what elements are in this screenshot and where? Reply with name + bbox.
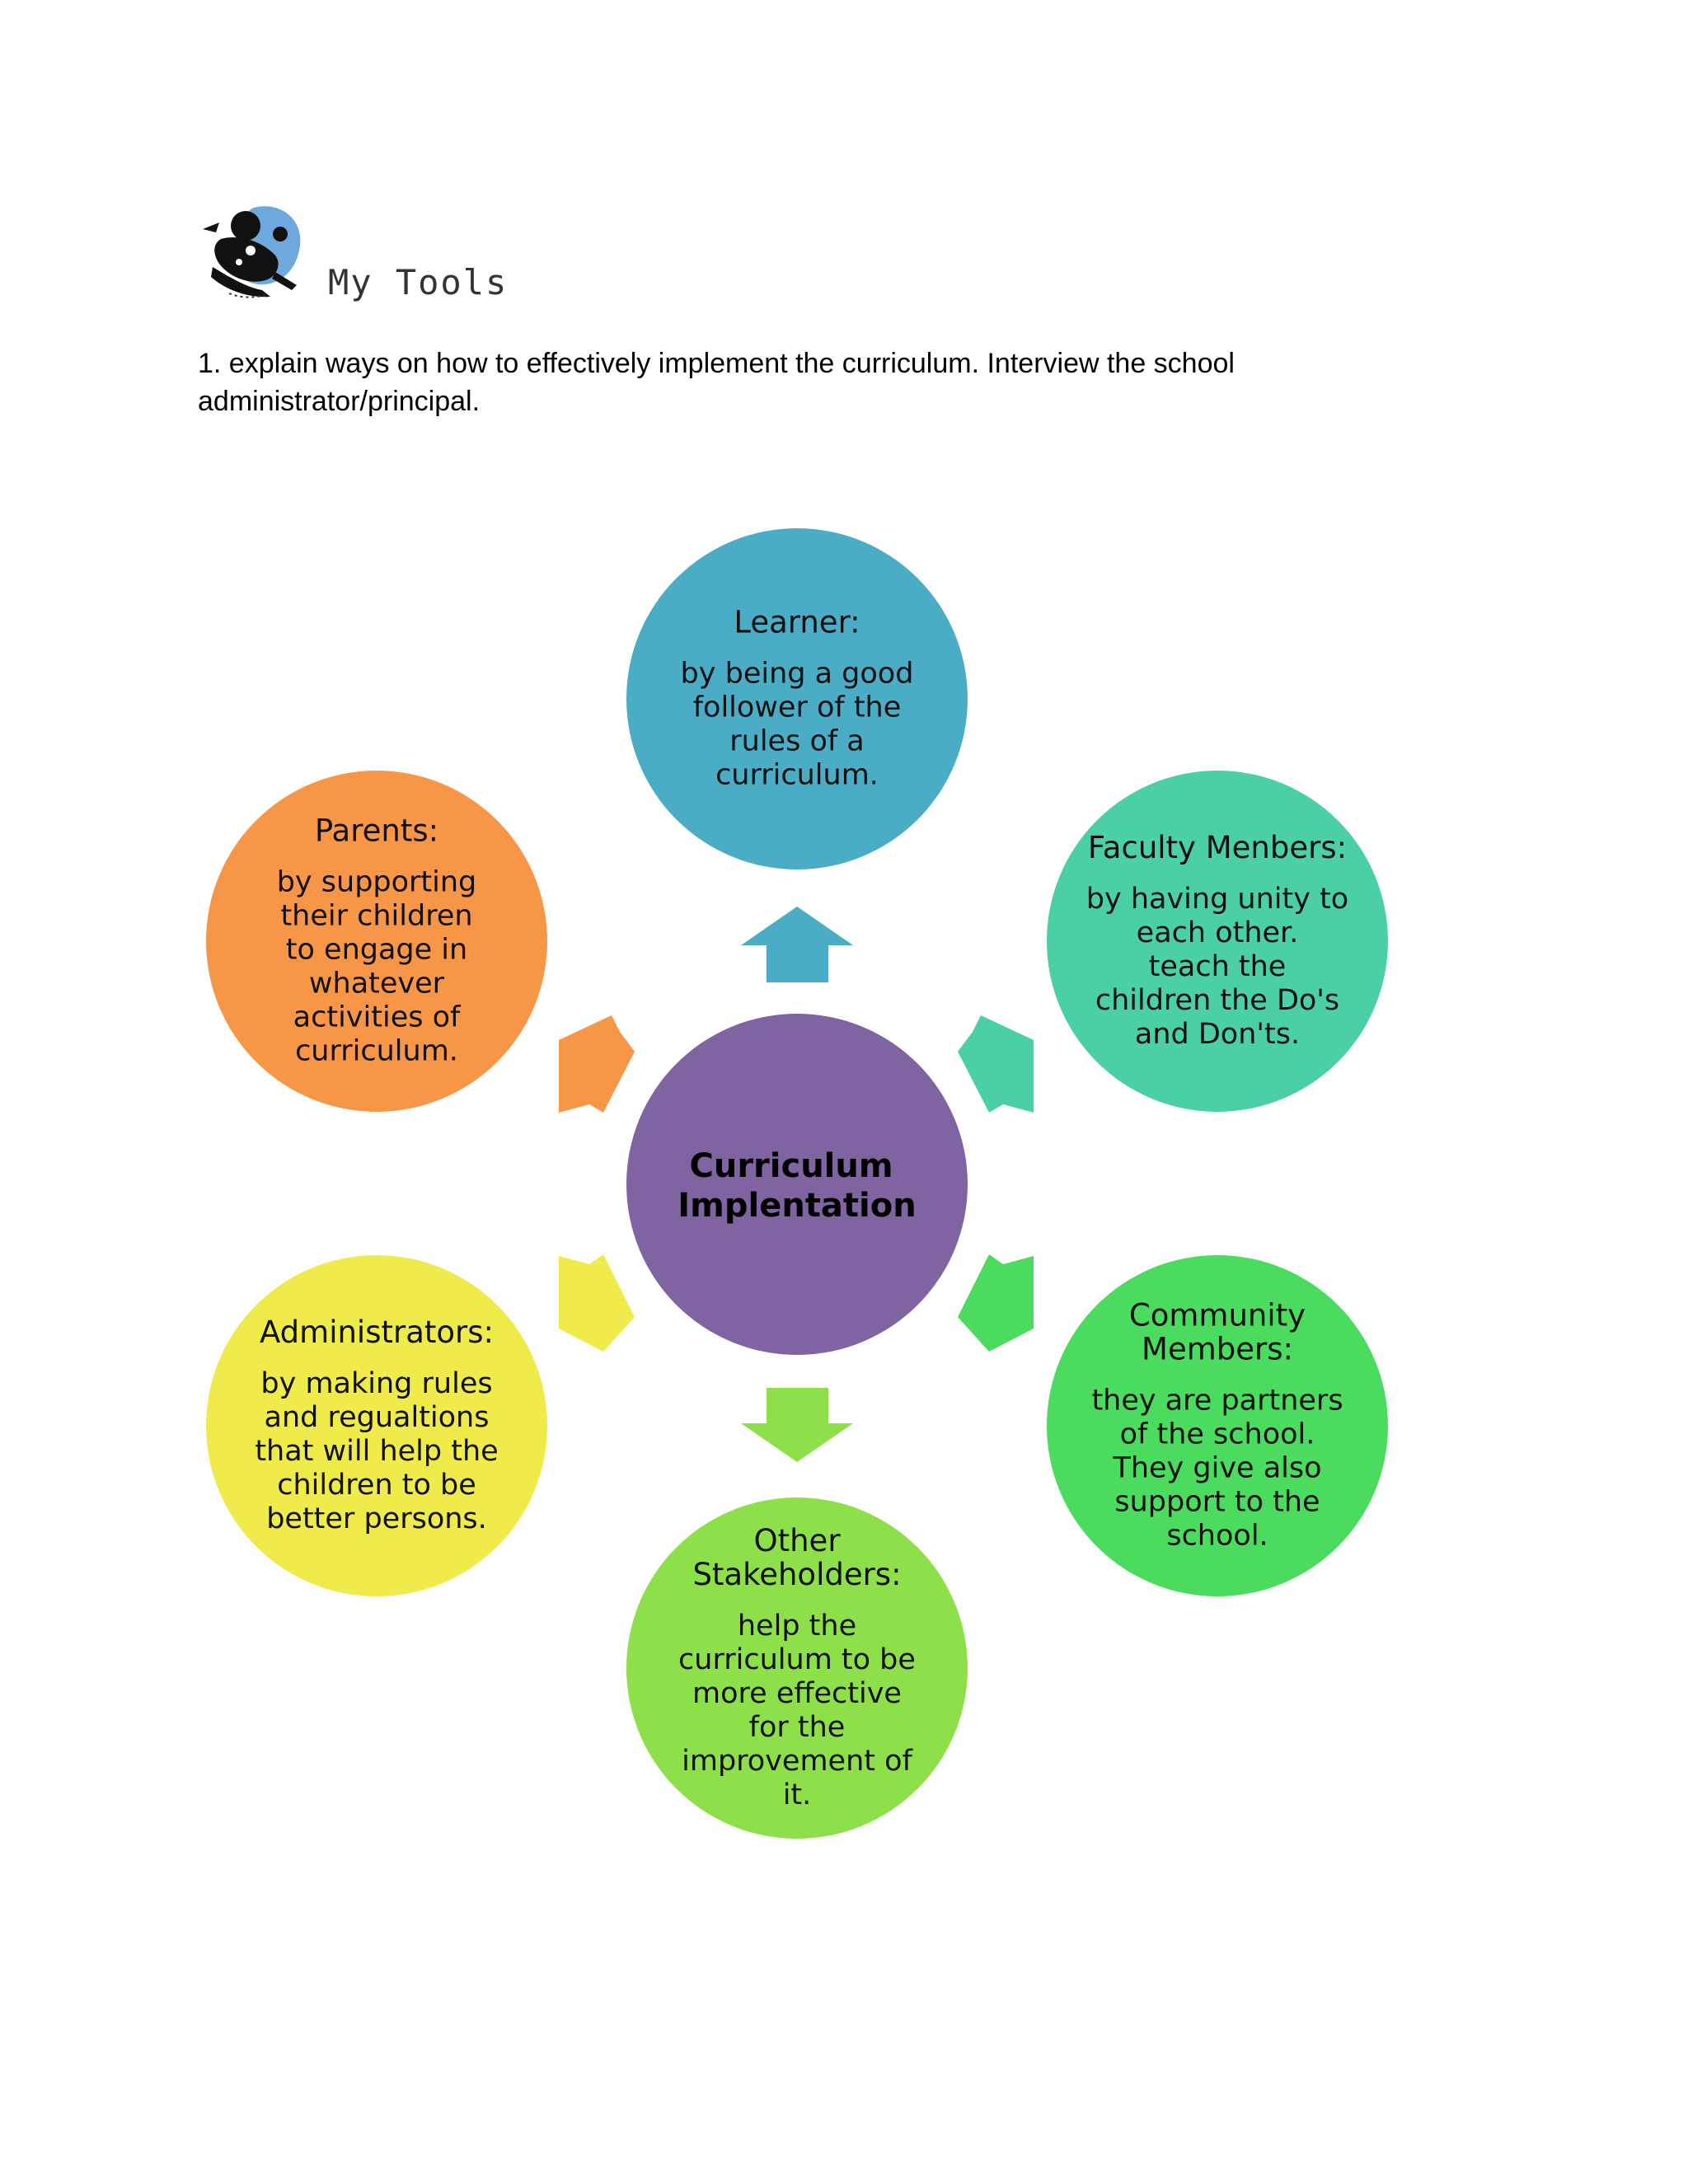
node-label-line: Other [753,1523,841,1558]
node-body-line: by making rules [260,1367,492,1400]
arrow-community [958,1254,1034,1352]
node-body-line: curriculum. [715,758,879,791]
node-body-line: by supporting [277,865,477,898]
node-body-line: by having unity to [1086,883,1348,916]
arrow-faculty [958,1015,1034,1113]
instruction-line-2: administrator/principal. [198,386,481,417]
node-body-line: more effective [692,1677,902,1710]
node-body-line: teach the [1149,950,1287,983]
node-label-line: Learner: [734,604,860,640]
node-circle [1047,1255,1388,1596]
arrow-stakeholders [741,1388,853,1462]
musician-clipart-icon [203,206,301,298]
node-label-line: Administrators: [260,1315,494,1350]
node-body-line: help the [738,1610,856,1643]
node-body-line: children the Do's [1095,984,1339,1017]
page-title: My Tools [328,262,509,302]
diagram-arrows [559,907,1034,1462]
node-body-line: better persons. [266,1502,487,1535]
arrow-administrators [559,1254,635,1352]
svg-text:Curriculum Implentation: Curriculum Implentation [678,1147,916,1225]
node-body-line: curriculum. [295,1034,458,1067]
node-body-line: improvement of [682,1745,912,1778]
node-body-line: to engage in [286,933,467,966]
center-line-1: Curriculum [690,1147,893,1185]
node-label-line: Parents: [315,813,438,848]
node-label-line: Faculty Menbers: [1088,830,1347,865]
node-circle [1047,771,1388,1112]
node-body-line: each other. [1137,916,1299,949]
node-body-line: children to be [277,1469,476,1502]
node-body-line: whatever [309,967,445,1000]
node-body-line: they are partners [1091,1384,1343,1417]
node-body-line: it. [783,1779,812,1811]
node-label-line: Members: [1142,1331,1293,1366]
node-body-line: curriculum to be [678,1643,916,1676]
node-body-line: and Don'ts. [1135,1018,1300,1051]
node-circle [626,1497,968,1839]
node-circle [626,528,968,869]
center-node: Curriculum Implentation [626,1014,968,1355]
node-body-line: for the [749,1711,846,1744]
instruction-line-1: 1. explain ways on how to effectively im… [198,348,1235,379]
node-label-line: Stakeholders: [692,1557,901,1592]
node-body-line: school. [1166,1519,1268,1552]
node-body-line: rules of a [729,724,865,757]
instruction-text: 1. explain ways on how to effectively im… [198,344,1319,420]
node-body-line: They give also [1112,1451,1321,1484]
node-body-line: follower of the [693,691,902,724]
node-body-line: activities of [293,1001,461,1033]
node-body-line: by being a good [681,657,914,690]
center-circle [626,1014,968,1355]
arrow-learner [741,907,853,982]
node-body-line: support to the [1114,1485,1320,1518]
node-body-line: and regualtions [265,1401,490,1434]
node-label-line: Community [1129,1297,1306,1333]
arrow-parents [559,1015,635,1113]
node-circle [206,1255,547,1596]
node-body-line: their children [280,899,472,932]
node-body-line: of the school. [1120,1418,1315,1451]
node-body-line: that will help the [255,1435,498,1468]
center-line-2: Implentation [678,1187,916,1225]
node-circle [206,771,547,1112]
